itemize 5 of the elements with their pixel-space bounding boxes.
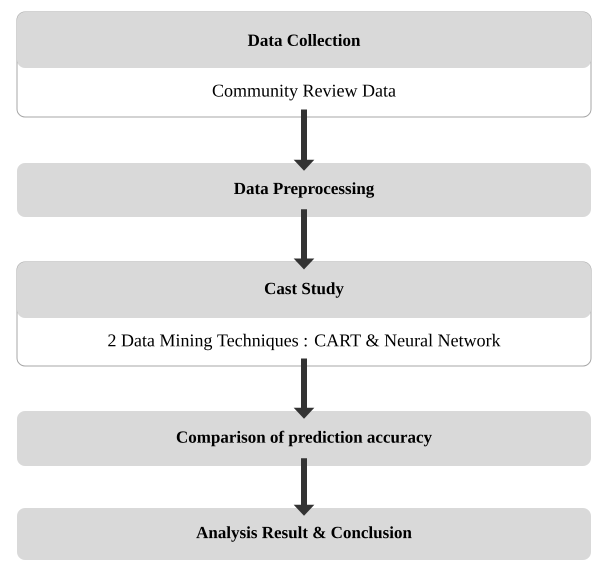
process-box: Data Collection Community Review Data <box>16 12 592 118</box>
process-box: Comparison of prediction accuracy <box>17 411 591 466</box>
process-box: Cast Study 2 Data Mining Techniques : CART & Neural Network <box>16 262 592 366</box>
process-box: Analysis Result & Conclusion <box>17 508 591 560</box>
process-box: Data Preprocessing <box>17 163 591 217</box>
